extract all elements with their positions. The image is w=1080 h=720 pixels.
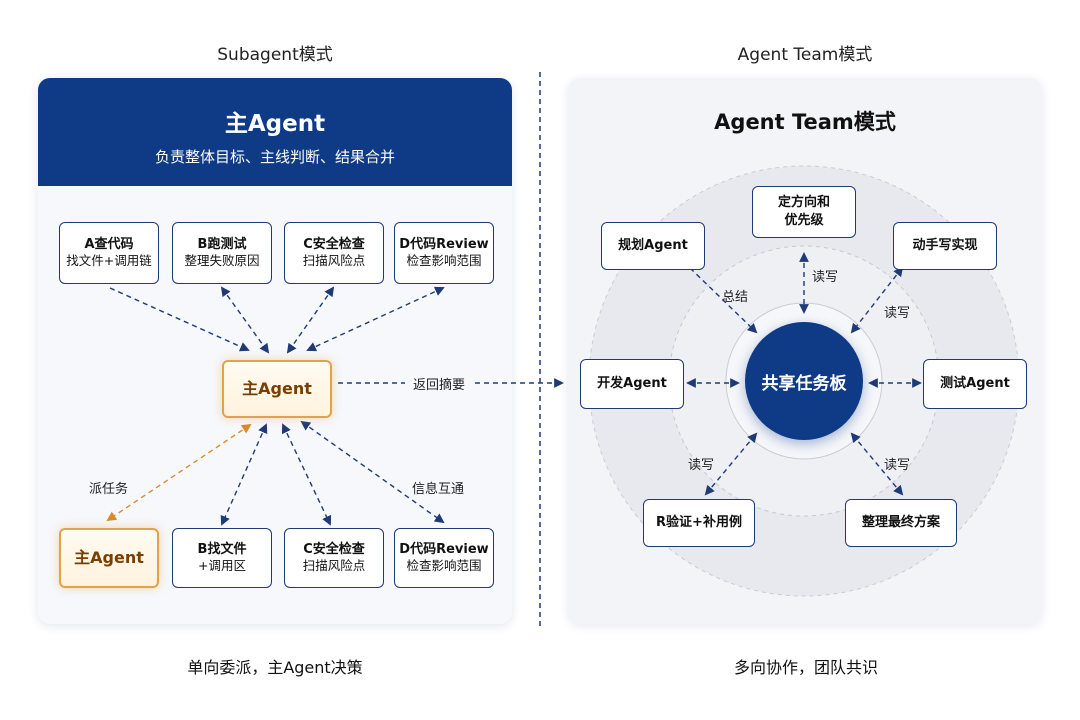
spoke-plan [689, 267, 758, 334]
edge-label-summary: 总结 [722, 290, 749, 305]
bottom-main-agent-node: 主Agent [59, 528, 159, 588]
arrow-center-c2 [281, 423, 332, 526]
node-d-sub: 检查影响范围 [406, 253, 482, 269]
node-b2-title: B找文件 [197, 541, 247, 557]
main-agent-header-title: 主Agent [224, 111, 326, 137]
subagent-column-title: Subagent模式 [217, 45, 333, 65]
agent-team-panel-title: Agent Team模式 [714, 110, 896, 134]
return-summary-label: 返回摘要 [413, 378, 466, 393]
agent-team-footer: 多向协作，团队共识 [733, 658, 878, 677]
node-c2-security-check: C安全检查 扫描风险点 [284, 528, 384, 588]
node-c2-sub: 扫描风险点 [302, 558, 366, 574]
node-d-title: D代码Review [399, 236, 489, 252]
node-b2-sub: +调用区 [198, 558, 246, 574]
agent-team-column-title: Agent Team模式 [737, 45, 873, 65]
node-c-sub: 扫描风险点 [302, 253, 366, 269]
node-set-direction: 定方向和 优先级 [752, 186, 856, 238]
shared-task-board: 共享任务板 [745, 322, 863, 440]
node-a-title: A查代码 [84, 236, 134, 252]
subagent-footer: 单向委派，主Agent决策 [187, 658, 363, 677]
spoke-final [850, 432, 904, 496]
node-c-security-check: C安全检查 扫描风险点 [284, 222, 384, 284]
node-plan-agent: 规划Agent [601, 222, 705, 270]
node-d2-sub: 检查影响范围 [406, 558, 482, 574]
spoke-verify [704, 432, 758, 496]
dispatch-label: 派任务 [89, 482, 129, 497]
node-c-title: C安全检查 [303, 236, 365, 252]
info-exchange-label: 信息互通 [412, 482, 465, 497]
node-c2-title: C安全检查 [303, 541, 365, 557]
node-d-code-review: D代码Review 检查影响范围 [394, 222, 494, 284]
node-d2-title: D代码Review [399, 541, 489, 557]
node-dev-agent: 开发Agent [580, 359, 684, 409]
main-agent-header: 主Agent 负责整体目标、主线判断、结果合并 [38, 78, 512, 186]
node-verify-add-cases: R验证+补用例 [643, 499, 755, 547]
edge-label-top-right: 读写 [884, 306, 911, 321]
edge-label-top: 读写 [812, 270, 839, 285]
dispatch-arrow [106, 423, 252, 522]
edge-label-bottom-right: 读写 [884, 458, 911, 473]
arrow-b-center [220, 286, 270, 354]
node-a-search-code: A查代码 找文件+调用链 [59, 222, 159, 284]
node-write-implementation: 动手写实现 [893, 222, 997, 270]
node-a-sub: 找文件+调用链 [66, 253, 152, 269]
arrow-d-center [306, 286, 445, 352]
node-b-run-tests: B跑测试 整理失败原因 [172, 222, 272, 284]
node-d2-code-review: D代码Review 检查影响范围 [394, 528, 494, 588]
node-b-find-files: B找文件 +调用区 [172, 528, 272, 588]
node-test-agent: 测试Agent [923, 359, 1027, 409]
arrow-center-d2 [300, 420, 445, 524]
spoke-impl [850, 266, 904, 334]
center-main-agent-node: 主Agent [222, 360, 332, 418]
arrow-center-b2 [220, 423, 268, 526]
node-b-title: B跑测试 [197, 236, 247, 252]
arrow-a-to-center [109, 287, 250, 352]
node-b-sub: 整理失败原因 [184, 253, 260, 269]
arrow-c-center [286, 286, 335, 354]
edge-label-bottom-left: 读写 [688, 458, 715, 473]
main-agent-header-subtitle: 负责整体目标、主线判断、结果合并 [154, 148, 395, 166]
node-final-plan: 整理最终方案 [845, 499, 957, 547]
